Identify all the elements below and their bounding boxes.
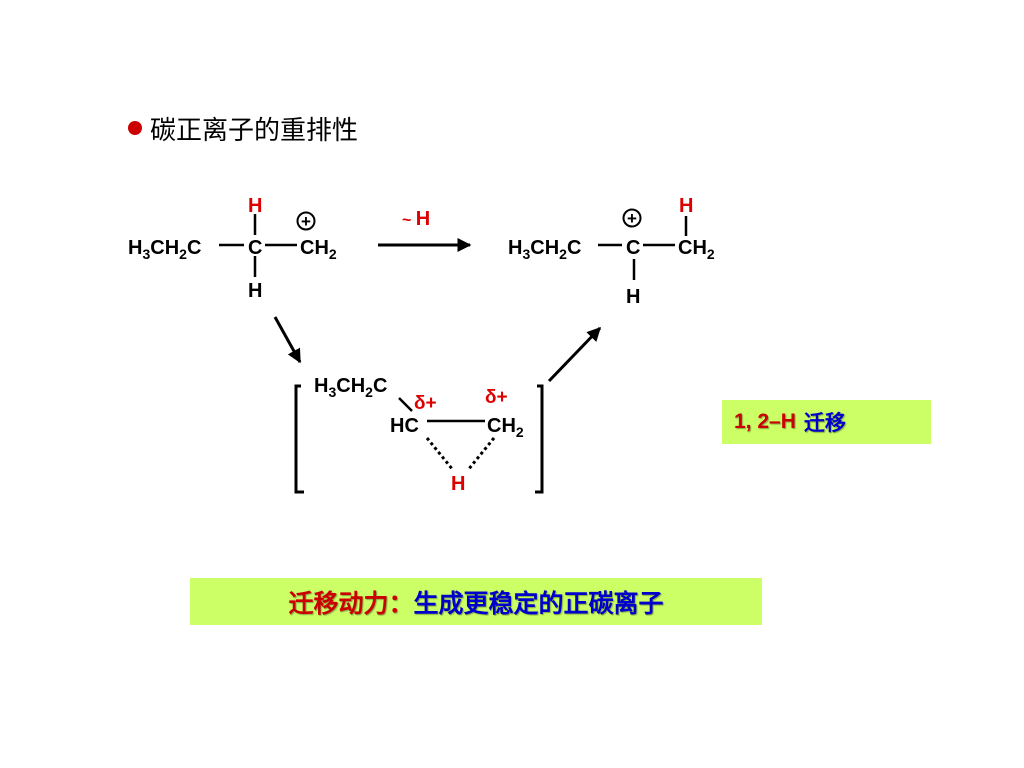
shift-label: 1, 2–H (734, 410, 796, 433)
driving-force-label: 迁移动力： (288, 588, 414, 618)
page-title: 碳正离子的重排性 (150, 115, 359, 146)
reactant-left-sub2: 2 (179, 246, 187, 262)
ts-bridge-h: H (451, 473, 465, 495)
ts-right-ch: CH (487, 415, 516, 437)
product-right-ch: CH (678, 237, 707, 259)
product-left-ch: CH (530, 237, 559, 259)
product-left-sub3: 3 (522, 246, 530, 262)
product-structure: H3CH2C C CH2 H H + (508, 195, 715, 308)
product-right-sub2: 2 (707, 246, 715, 262)
reactant-left-c: C (187, 237, 201, 259)
up-arrow (547, 326, 602, 383)
ts-top-c: C (373, 375, 387, 397)
reactant-center-c: C (248, 237, 262, 259)
product-left-sub2: 2 (559, 246, 567, 262)
arrow-label-tilde: ~ (402, 212, 416, 229)
product-charge-circle (622, 208, 642, 228)
ts-delta-right: δ+ (485, 387, 508, 408)
reactant-right-group: CH2 (300, 237, 337, 262)
reactant-charge-circle (296, 211, 316, 231)
title-row: 碳正离子的重排性 (128, 110, 358, 146)
transition-state: H3CH2C HC CH2 δ+ δ+ H (294, 375, 544, 495)
reactant-charge: + (301, 212, 311, 231)
reactant-right-sub2: 2 (329, 246, 337, 262)
ts-bond-top (398, 397, 413, 412)
left-bracket (294, 384, 304, 494)
ts-delta-left: δ+ (414, 393, 437, 414)
driving-force-text: 生成更稳定的正碳离子 (413, 588, 664, 618)
reactant-right-ch: CH (300, 237, 329, 259)
product-left-group: H3CH2C (508, 237, 581, 262)
reactant-bottom-h: H (248, 280, 262, 302)
shift-label-box: 1, 2–H 迁移 (722, 400, 931, 444)
right-bracket (535, 384, 544, 494)
product-top-h: H (679, 195, 693, 217)
ts-top-ch: CH (336, 375, 365, 397)
ts-left-hc: HC (390, 415, 419, 437)
product-right-group: CH2 (678, 237, 715, 262)
ts-right-group: CH2 (487, 415, 524, 440)
ts-top-sub3: 3 (328, 384, 336, 400)
ts-top-h: H (314, 375, 328, 397)
product-left-h: H (508, 237, 522, 259)
reactant-left-ch: CH (150, 237, 179, 259)
shift-text: 迁移 (803, 411, 846, 435)
driving-force-box: 迁移动力：生成更稳定的正碳离子 (190, 578, 762, 625)
product-charge: + (627, 209, 637, 228)
bullet-icon (128, 121, 142, 135)
reactant-left-group: H3CH2C (128, 237, 201, 262)
product-bottom-h: H (626, 286, 640, 308)
ts-dotted-right (466, 437, 496, 471)
reactant-left-h: H (128, 237, 142, 259)
product-center-c: C (626, 237, 640, 259)
arrow-label: ~ H (402, 208, 430, 230)
reactant-left-sub3: 3 (142, 246, 150, 262)
ts-top-group: H3CH2C (314, 375, 387, 400)
ts-dotted-left (425, 437, 455, 471)
reactant-structure: H3CH2C C CH2 H H + (128, 195, 337, 302)
reactant-top-h: H (248, 195, 262, 217)
down-arrow (273, 316, 302, 364)
ts-right-sub2: 2 (516, 424, 524, 440)
product-left-c: C (567, 237, 581, 259)
arrow-label-h: H (416, 208, 430, 230)
ts-top-sub2: 2 (365, 384, 373, 400)
